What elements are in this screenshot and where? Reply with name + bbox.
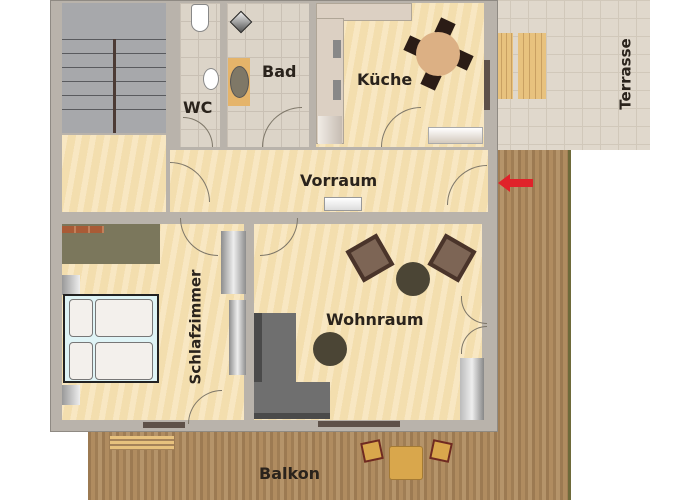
kitchen-window[interactable]	[484, 60, 490, 110]
side-table	[313, 332, 347, 366]
wc-sink-icon	[203, 68, 219, 90]
entrance-arrow-icon	[498, 174, 534, 192]
stove-icon	[333, 80, 341, 100]
stair-landing-floor	[62, 135, 166, 212]
balcony-bench	[110, 436, 174, 450]
room-label-schlafzimmer: Schlafzimmer	[186, 269, 205, 385]
wardrobe-books	[62, 226, 104, 233]
cabinet	[221, 231, 246, 294]
deck-edge	[568, 150, 571, 500]
room-label-wc: WC	[183, 98, 213, 117]
terrace-bench	[518, 33, 546, 99]
coffee-table	[396, 262, 430, 296]
double-bed	[63, 294, 159, 383]
balcony-chair	[360, 439, 384, 463]
room-label-kueche: Küche	[357, 70, 413, 89]
room-label-vorraum: Vorraum	[300, 171, 378, 190]
wohnraum-window[interactable]	[318, 421, 400, 427]
vorraum-floor	[170, 150, 488, 212]
room-label-terrasse: Terrasse	[616, 38, 635, 110]
nightstand	[62, 385, 80, 405]
tv-cabinet	[460, 358, 484, 420]
cabinet	[229, 300, 246, 375]
room-label-balkon: Balkon	[259, 464, 321, 483]
staircase	[62, 3, 166, 133]
deck-right	[490, 150, 570, 500]
fridge-icon	[318, 116, 342, 144]
room-label-bad: Bad	[262, 62, 297, 81]
kitchen-cabinet	[428, 127, 483, 144]
balcony-table	[389, 446, 423, 480]
stove-icon	[333, 40, 341, 58]
radiator-icon	[324, 197, 362, 211]
room-label-wohnraum: Wohnraum	[326, 310, 424, 329]
schlafzimmer-window[interactable]	[143, 422, 185, 428]
toilet-icon	[191, 4, 209, 32]
balcony-chair	[429, 439, 453, 463]
kitchen-counter	[316, 3, 412, 21]
terrace-area	[492, 0, 650, 150]
nightstand	[62, 275, 80, 295]
dining-table	[416, 32, 460, 76]
terrace-bench	[497, 33, 513, 99]
bath-basin-icon	[230, 66, 249, 98]
corner-sofa	[254, 382, 330, 419]
